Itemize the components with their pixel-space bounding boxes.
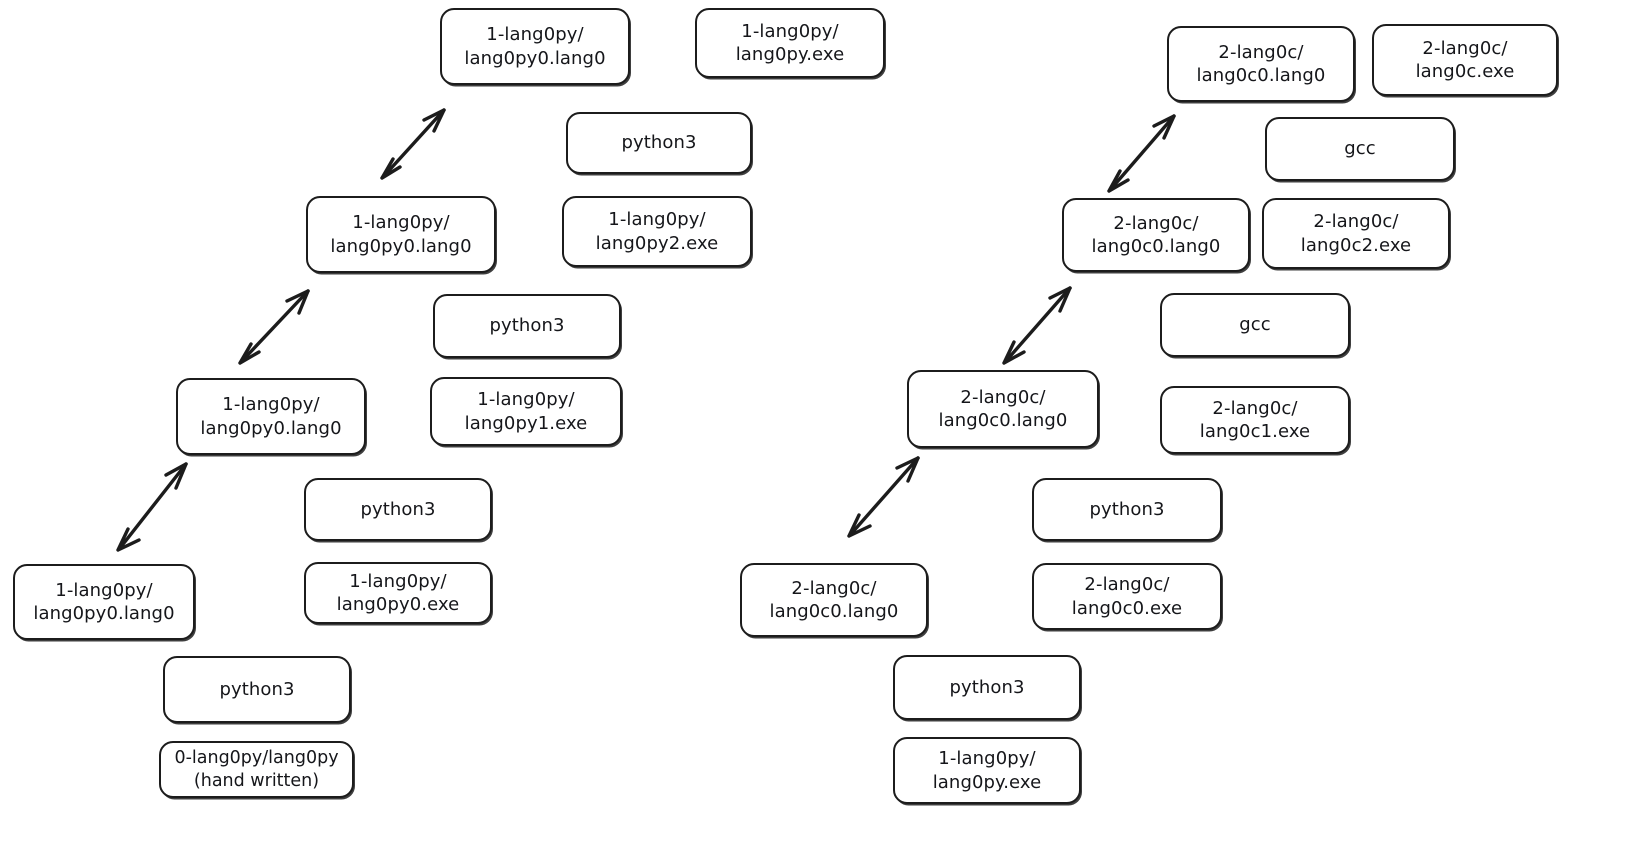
node-py-exe-2[interactable]: 1-lang0py/ lang0py2.exe — [562, 196, 752, 267]
node-py-exe-1[interactable]: 1-lang0py/ lang0py1.exe — [430, 377, 622, 446]
node-c-tool-1[interactable]: gcc — [1160, 293, 1350, 357]
node-py-src-2[interactable]: 1-lang0py/ lang0py0.lang0 — [306, 196, 496, 273]
edge-c-src-0-to-c-src-1 — [847, 456, 920, 538]
edge-c-src-2-to-c-src-3 — [1107, 114, 1176, 193]
node-c-boot-exe[interactable]: 1-lang0py/ lang0py.exe — [893, 737, 1081, 804]
edge-py-src-2-to-py-src-3 — [380, 108, 446, 180]
node-py-tool-0[interactable]: python3 — [304, 478, 492, 541]
node-py-exe-0[interactable]: 1-lang0py/ lang0py0.exe — [304, 562, 492, 624]
edge-py-src-0-to-py-src-1 — [116, 462, 188, 552]
node-c-exe-top[interactable]: 2-lang0c/ lang0c.exe — [1372, 24, 1558, 96]
node-py-src-0[interactable]: 1-lang0py/ lang0py0.lang0 — [13, 564, 195, 640]
node-c-tool-boot[interactable]: python3 — [893, 655, 1081, 720]
node-py-src-3[interactable]: 1-lang0py/ lang0py0.lang0 — [440, 8, 630, 85]
edge-py-src-1-to-py-src-2 — [238, 289, 310, 365]
node-c-tool-2[interactable]: gcc — [1265, 117, 1455, 181]
edge-c-src-1-to-c-src-2 — [1002, 286, 1072, 365]
node-py-tool-1[interactable]: python3 — [433, 294, 621, 358]
node-c-src-3[interactable]: 2-lang0c/ lang0c0.lang0 — [1167, 26, 1355, 102]
node-c-src-2[interactable]: 2-lang0c/ lang0c0.lang0 — [1062, 198, 1250, 272]
node-py-exe-top[interactable]: 1-lang0py/ lang0py.exe — [695, 8, 885, 78]
node-c-exe-0[interactable]: 2-lang0c/ lang0c0.exe — [1032, 563, 1222, 630]
node-c-exe-1[interactable]: 2-lang0c/ lang0c1.exe — [1160, 386, 1350, 454]
node-c-src-1[interactable]: 2-lang0c/ lang0c0.lang0 — [907, 370, 1099, 448]
node-c-tool-0[interactable]: python3 — [1032, 478, 1222, 541]
node-py-src-1[interactable]: 1-lang0py/ lang0py0.lang0 — [176, 378, 366, 455]
node-py-hand[interactable]: 0-lang0py/lang0py (hand written) — [159, 741, 354, 798]
node-c-src-0[interactable]: 2-lang0c/ lang0c0.lang0 — [740, 563, 928, 637]
node-c-exe-2[interactable]: 2-lang0c/ lang0c2.exe — [1262, 198, 1450, 269]
node-py-tool-2[interactable]: python3 — [566, 112, 752, 174]
node-py-tool-hw[interactable]: python3 — [163, 656, 351, 723]
